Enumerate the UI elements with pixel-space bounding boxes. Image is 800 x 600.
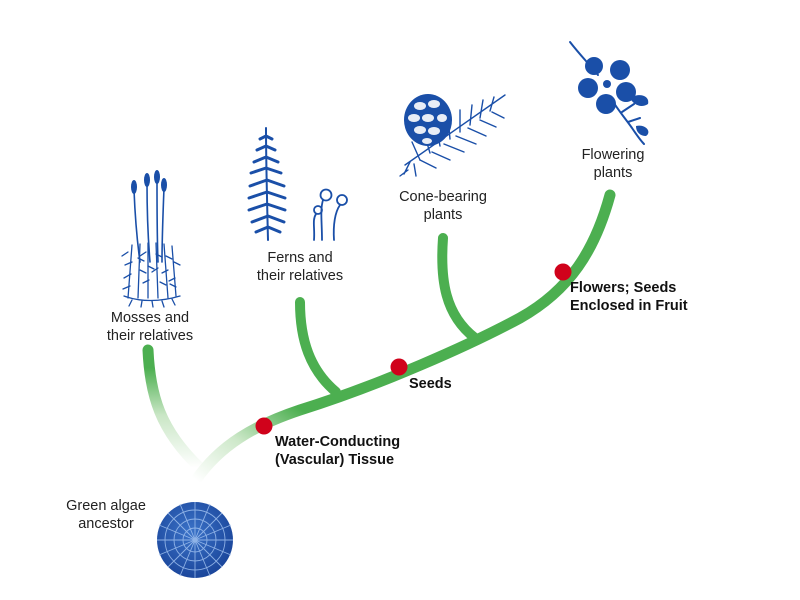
algae-cell-icon <box>157 502 233 578</box>
label-mosses-line2: their relatives <box>106 328 194 344</box>
flower-icon <box>569 41 649 145</box>
label-mosses: Mosses and their relatives <box>100 309 200 345</box>
label-conifers: Cone-bearing plants <box>390 188 496 224</box>
label-algae: Green algae ancestor <box>56 497 156 533</box>
label-ferns-line2: their relatives <box>256 268 344 284</box>
label-algae-line1: Green algae <box>66 498 146 514</box>
label-trait-flowers-line1: Flowers; Seeds <box>570 280 677 296</box>
branch-conifers <box>437 233 480 343</box>
label-trait-seeds-line1: Seeds <box>409 376 452 392</box>
pinecone-icon <box>399 94 506 177</box>
moss-icon <box>121 170 181 308</box>
branches <box>142 189 616 486</box>
label-flowering-line1: Flowering <box>581 147 645 163</box>
marker-vascular <box>255 417 273 435</box>
label-flowering-line2: plants <box>593 165 633 181</box>
label-algae-line2: ancestor <box>78 516 134 532</box>
label-trait-seeds: Seeds <box>409 375 452 393</box>
fern-icon <box>247 127 348 241</box>
label-ferns-line1: Ferns and <box>267 250 333 266</box>
trait-markers <box>255 263 572 435</box>
branch-main <box>190 189 616 486</box>
label-ferns: Ferns and their relatives <box>248 249 352 285</box>
label-trait-flowers: Flowers; Seeds Enclosed in Fruit <box>570 279 688 315</box>
label-trait-vascular-line2: (Vascular) Tissue <box>275 452 395 468</box>
branch-mosses <box>142 344 206 474</box>
label-trait-vascular: Water-Conducting (Vascular) Tissue <box>275 433 400 469</box>
marker-seeds <box>390 358 408 376</box>
marker-flowers <box>554 263 572 281</box>
label-flowering: Flowering plants <box>568 146 658 182</box>
label-trait-flowers-line2: Enclosed in Fruit <box>570 298 688 314</box>
label-trait-vascular-line1: Water-Conducting <box>275 434 401 450</box>
branch-ferns <box>295 297 341 397</box>
label-conifers-line2: plants <box>423 207 463 223</box>
label-mosses-line1: Mosses and <box>110 310 190 326</box>
label-conifers-line1: Cone-bearing <box>399 189 487 205</box>
